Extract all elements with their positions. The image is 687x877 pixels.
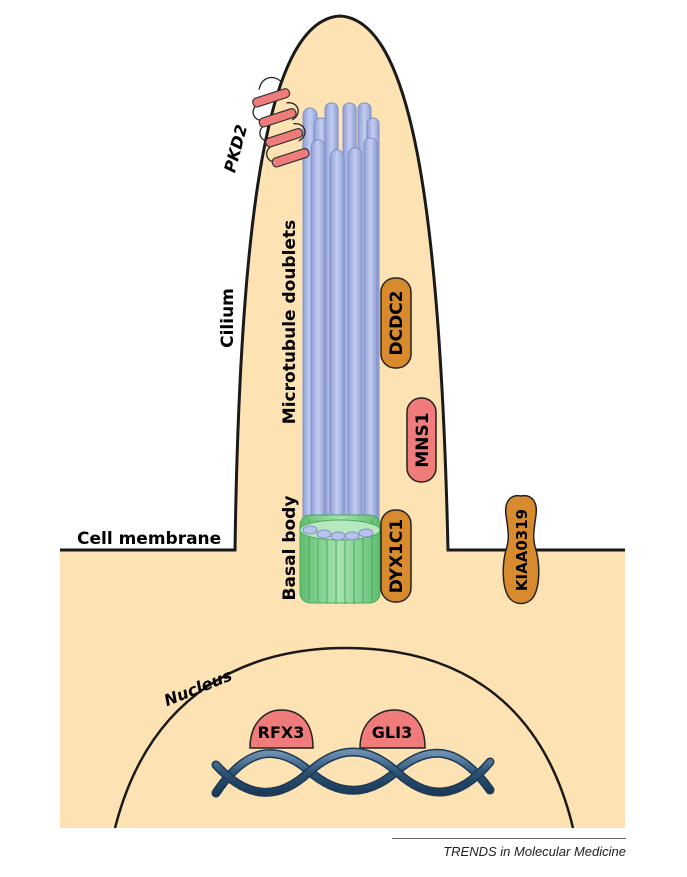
kiaa0319-protein: KIAA0319 xyxy=(502,494,540,605)
cilium-label: Cilium xyxy=(218,288,238,348)
journal-footer: TRENDS in Molecular Medicine xyxy=(392,838,626,859)
mns1-protein: MNS1 xyxy=(406,397,437,483)
cell-membrane-label: Cell membrane xyxy=(77,529,221,549)
dcdc2-label: DCDC2 xyxy=(387,290,407,355)
microtubule-bundle xyxy=(302,102,380,541)
rfx3-protein: RFX3 xyxy=(249,709,314,749)
rfx3-label: RFX3 xyxy=(258,723,305,742)
gli3-label: GLI3 xyxy=(372,723,412,742)
pkd2-channel-icon xyxy=(252,76,310,168)
nucleus-envelope xyxy=(113,646,575,829)
dna-helix-icon xyxy=(211,747,495,798)
microtubule-bottom-ends xyxy=(302,525,374,541)
pkd2-label: PKD2 xyxy=(220,123,251,175)
dcdc2-protein: DCDC2 xyxy=(380,277,412,369)
dyx1c1-label: DYX1C1 xyxy=(387,519,407,593)
dyx1c1-protein: DYX1C1 xyxy=(380,509,412,603)
basal-body-label: Basal body xyxy=(280,496,300,601)
cell-membrane-outline xyxy=(60,14,625,552)
kiaa0319-label: KIAA0319 xyxy=(513,509,531,591)
microtubule-doublets-label: Microtubule doublets xyxy=(280,220,300,424)
mns1-label: MNS1 xyxy=(413,412,433,467)
gli3-protein: GLI3 xyxy=(359,709,426,749)
